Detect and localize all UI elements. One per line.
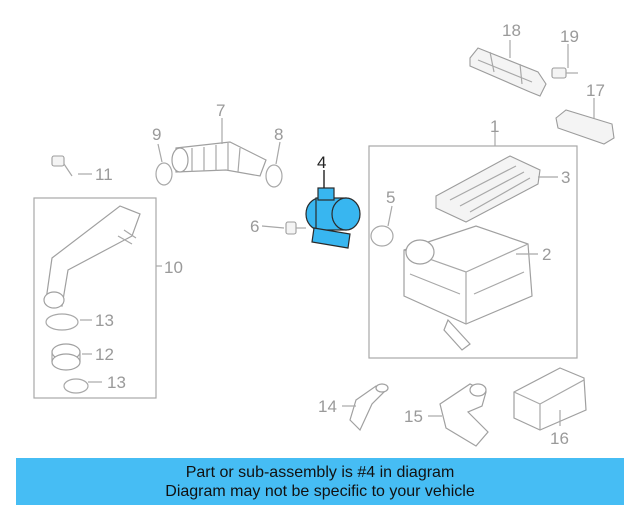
callout-5[interactable]: 5: [386, 188, 395, 207]
part-8-clamp[interactable]: [265, 164, 283, 188]
parts-diagram: 18 19 17 1 3 2 5 4: [33, 21, 615, 448]
part-10-duct[interactable]: [43, 205, 141, 309]
assembly-1-box: [368, 145, 578, 359]
callout-15[interactable]: 15: [404, 407, 423, 426]
callout-9[interactable]: 9: [152, 125, 161, 144]
part-12-seal[interactable]: [51, 343, 81, 371]
callout-17[interactable]: 17: [586, 81, 605, 100]
assembly-10-box: [33, 197, 157, 399]
part-6-bolt[interactable]: [285, 221, 306, 235]
part-3-filter[interactable]: [435, 155, 541, 223]
callout-6[interactable]: 6: [250, 217, 259, 236]
part-11-bolt[interactable]: [51, 155, 73, 177]
callout-16[interactable]: 16: [550, 429, 569, 448]
part-7-hose[interactable]: [171, 141, 267, 177]
callout-12[interactable]: 12: [95, 345, 114, 364]
part-13-ring-upper[interactable]: [45, 313, 79, 331]
info-banner: Part or sub-assembly is #4 in diagram Di…: [16, 458, 624, 505]
banner-line-2: Diagram may not be specific to your vehi…: [165, 482, 475, 500]
part-9-clamp[interactable]: [155, 162, 173, 186]
callout-4[interactable]: 4: [317, 153, 326, 172]
callout-14[interactable]: 14: [318, 397, 337, 416]
callout-8[interactable]: 8: [274, 125, 283, 144]
leader-8: [275, 141, 281, 165]
part-16-inlet[interactable]: [513, 367, 587, 431]
part-15-elbow[interactable]: [439, 383, 489, 447]
part-14-hose[interactable]: [349, 383, 389, 432]
part-19-bolt[interactable]: [551, 67, 578, 79]
part-2-housing[interactable]: [403, 225, 533, 351]
callout-2[interactable]: 2: [542, 245, 551, 264]
part-4-maf-sensor[interactable]: [305, 187, 361, 249]
part-18-bracket[interactable]: [469, 47, 547, 97]
callout-18[interactable]: 18: [502, 21, 521, 40]
callout-13a[interactable]: 13: [95, 311, 114, 330]
callout-10[interactable]: 10: [164, 258, 183, 277]
callout-7[interactable]: 7: [216, 101, 225, 120]
callout-11[interactable]: 11: [95, 165, 113, 184]
callout-3[interactable]: 3: [561, 168, 570, 187]
part-5-oring[interactable]: [370, 225, 394, 247]
leader-5: [387, 205, 393, 227]
leader-6: [261, 225, 285, 229]
callout-19[interactable]: 19: [560, 27, 579, 46]
part-13-ring-lower[interactable]: [63, 378, 89, 394]
callout-13b[interactable]: 13: [107, 373, 126, 392]
banner-line-1: Part or sub-assembly is #4 in diagram: [185, 463, 455, 481]
callout-1[interactable]: 1: [490, 117, 499, 136]
part-17-cover[interactable]: [555, 109, 615, 145]
leader-9: [157, 143, 163, 163]
